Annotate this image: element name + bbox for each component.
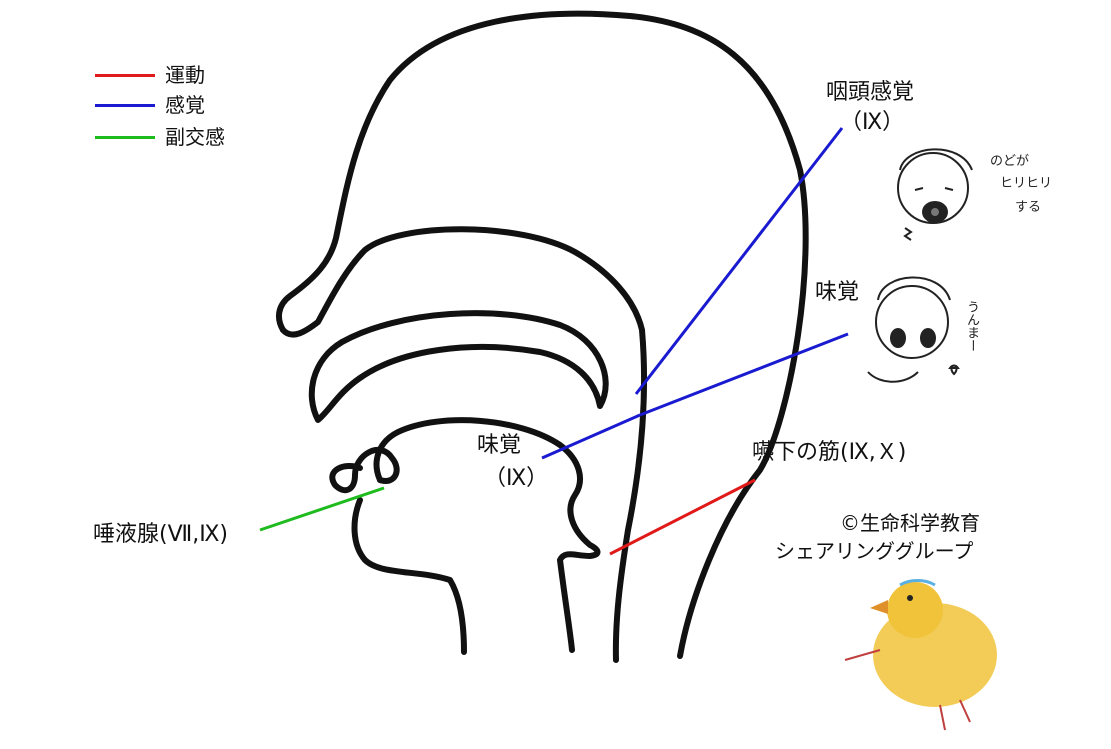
sore-throat-face-doodle [897, 148, 973, 241]
legend-label-sensory: 感覚 [165, 93, 205, 117]
label-taste-right: 味覚 [815, 280, 860, 305]
label-taste-center: 味覚 [477, 433, 522, 458]
doodle-text-tasty: うんまー [964, 300, 979, 352]
legend-swatch-parasympathetic [95, 136, 155, 139]
pointer-taste-center [541, 413, 641, 460]
head-outline [275, 10, 809, 659]
tasty-face-doodle [867, 276, 960, 383]
pointer-salivary [259, 486, 385, 532]
label-taste-center-nerve: （Ⅸ） [484, 466, 549, 491]
chick-doodle [844, 579, 997, 731]
label-salivary-gland: 唾液腺(Ⅶ,Ⅸ) [93, 522, 228, 547]
label-pharynx-sense-nerve: （Ⅸ） [840, 110, 905, 135]
label-swallow-muscle: 嚥下の筋(Ⅸ,Ｘ) [752, 440, 907, 465]
doodle-text-sore-2: ヒリヒリ [1000, 176, 1053, 191]
legend-swatch-sensory [95, 104, 155, 107]
lip-contour [329, 446, 400, 494]
legend-swatch-motor [95, 74, 155, 77]
chin-contour [351, 497, 467, 655]
copyright-line-1: ©生命科学教育 [840, 511, 980, 535]
nasal-upper-contour [280, 226, 645, 338]
copyright-line-2: シェアリンググループ [775, 539, 974, 563]
legend-label-motor: 運動 [165, 63, 205, 87]
pointer-taste-right [639, 332, 849, 417]
palate-contour [308, 310, 609, 423]
pointer-pharynx-sense [634, 127, 844, 395]
label-pharynx-sense: 咽頭感覚 [826, 80, 915, 105]
doodle-text-sore-3: する [1015, 200, 1042, 215]
pointer-swallow-muscle [609, 478, 756, 556]
tongue-jaw-contour [373, 417, 601, 653]
legend-label-parasympathetic: 副交感 [165, 125, 225, 149]
doodle-text-sore-1: のどが [990, 154, 1030, 169]
pharyngeal-wall [612, 327, 648, 663]
